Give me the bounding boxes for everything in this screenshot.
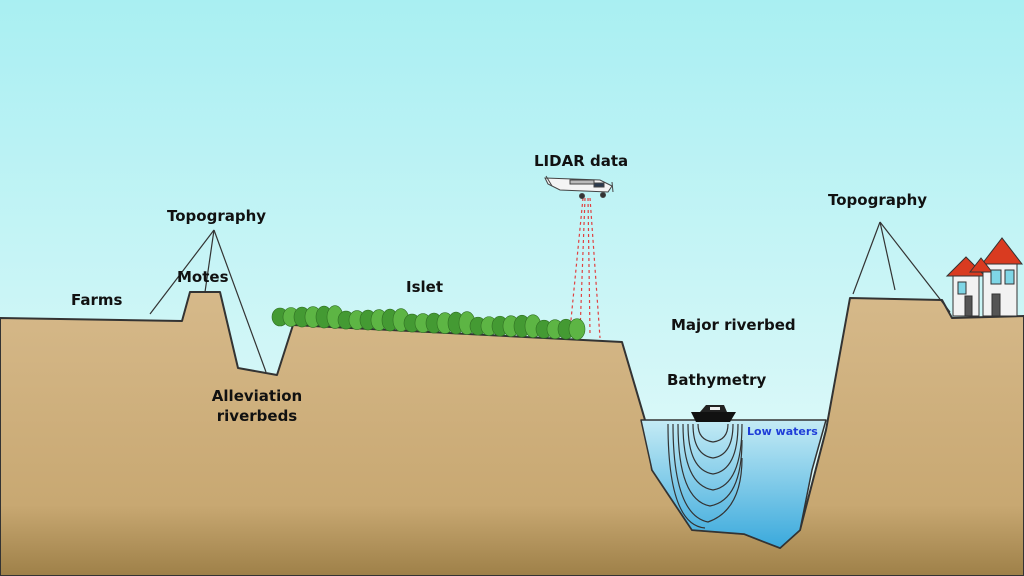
alleviation-line: Alleviation [211, 387, 303, 405]
house-icon [945, 237, 1024, 317]
topography-right-label: Topography [828, 191, 928, 209]
bathymetry-label: Bathymetry [667, 371, 767, 389]
islet-label: Islet [406, 278, 443, 296]
lidar-data-label: LIDAR data [534, 152, 629, 170]
tree-icon [568, 318, 586, 340]
motes-label: Motes [177, 268, 229, 286]
lidar-beams [569, 197, 601, 339]
river-water [640, 419, 827, 549]
low-waters-label: Low waters [747, 425, 818, 438]
leader-lines [149, 221, 951, 373]
airplane-icon [544, 175, 614, 199]
sonar-waves [667, 423, 743, 529]
topography-left-label: Topography [167, 207, 267, 225]
alleviation-riverbeds-label: Alleviation riverbeds [206, 387, 308, 426]
farms-label: Farms [71, 291, 123, 309]
riverbeds-line: riverbeds [216, 406, 298, 425]
boat-icon [691, 405, 736, 422]
major-riverbed-label: Major riverbed [671, 316, 796, 334]
islet-trees [271, 305, 586, 340]
